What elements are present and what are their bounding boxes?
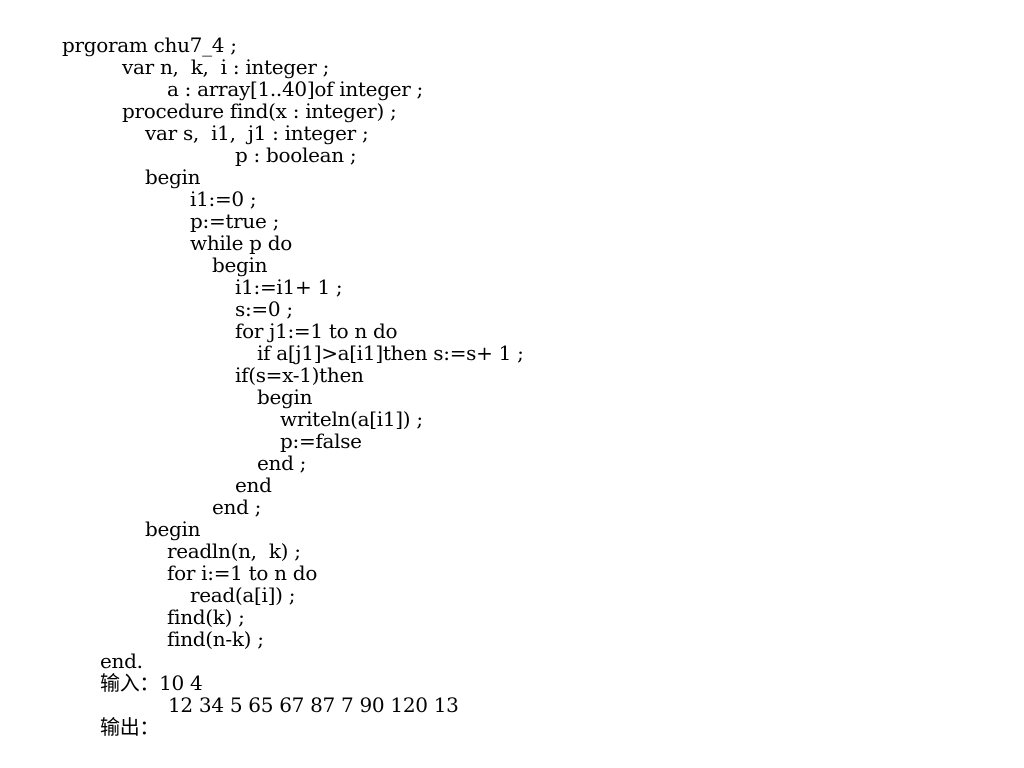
code-line: readln(n, k) ; xyxy=(167,539,301,563)
code-line: procedure find(x : integer) ; xyxy=(122,99,397,123)
code-line: find(k) ; xyxy=(167,605,245,629)
code-line: find(n-k) ; xyxy=(167,627,264,651)
code-line: i1:=0 ; xyxy=(190,187,257,211)
code-line: end ; xyxy=(212,495,262,519)
code-line: begin xyxy=(145,165,201,189)
input-values: 12 34 5 65 67 87 7 90 120 13 xyxy=(168,693,459,717)
code-line: a : array[1..40]of integer ; xyxy=(167,77,423,101)
code-line: var s, i1, j1 : integer ; xyxy=(145,121,369,145)
code-line: i1:=i1+ 1 ; xyxy=(235,275,343,299)
code-line: s:=0 ; xyxy=(235,297,293,321)
code-line: read(a[i]) ; xyxy=(190,583,296,607)
code-line: p:=false xyxy=(280,429,362,453)
code-line: var n, k, i : integer ; xyxy=(122,55,330,79)
code-line: prgoram chu7_4 ; xyxy=(62,33,237,57)
code-line: writeln(a[i1]) ; xyxy=(280,407,423,431)
code-line: begin xyxy=(212,253,268,277)
code-line: begin xyxy=(145,517,201,541)
code-line: for i:=1 to n do xyxy=(167,561,318,585)
code-line: if(s=x-1)then xyxy=(235,363,364,387)
code-line: p : boolean ; xyxy=(235,143,357,167)
code-line: end. xyxy=(100,649,143,673)
code-line: while p do xyxy=(190,231,292,255)
output-label: 输出： xyxy=(100,715,160,739)
code-line: p:=true ; xyxy=(190,209,280,233)
code-line: if a[j1]>a[i1]then s:=s+ 1 ; xyxy=(257,341,524,365)
code-line: end xyxy=(235,473,272,497)
code-line: end ; xyxy=(257,451,307,475)
code-line: begin xyxy=(257,385,313,409)
code-line: for j1:=1 to n do xyxy=(235,319,398,343)
input-label: 输入：10 4 xyxy=(100,671,203,695)
